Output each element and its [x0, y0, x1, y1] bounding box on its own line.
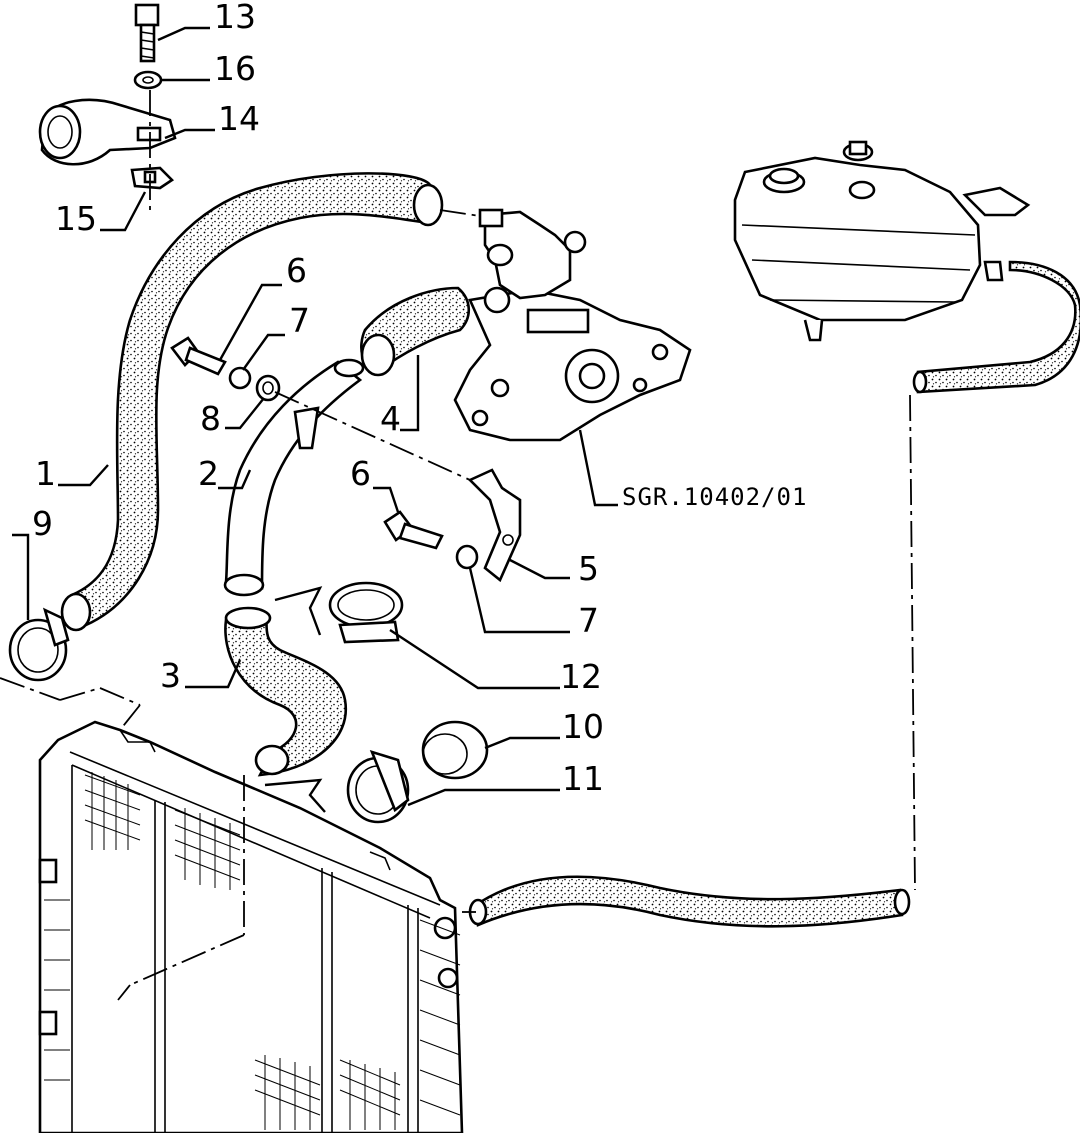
clamp-11 — [346, 749, 410, 824]
radiator — [38, 720, 464, 1133]
callout-6-lower: 6 — [350, 454, 371, 493]
callout-2: 2 — [198, 454, 219, 493]
washer-7-upper — [228, 366, 252, 390]
bracket-14 — [38, 98, 177, 166]
callout-labels: 13 16 14 15 6 7 8 4 1 9 2 6 5 7 12 3 10 … — [32, 0, 807, 798]
hose-1-end — [412, 183, 444, 227]
clamp-12 — [328, 581, 404, 644]
callout-4: 4 — [380, 399, 401, 438]
callout-1: 1 — [35, 454, 56, 493]
lower-hose — [474, 875, 904, 928]
bolt-6-upper — [170, 336, 227, 376]
callout-16: 16 — [214, 49, 256, 88]
callout-7-lower: 7 — [578, 601, 599, 640]
washer-8 — [255, 374, 281, 402]
callout-14: 14 — [218, 99, 260, 138]
callout-11: 11 — [562, 759, 604, 798]
callout-7-upper: 7 — [289, 301, 310, 340]
ring-10 — [421, 720, 489, 780]
callout-3: 3 — [160, 656, 181, 695]
hose-3 — [224, 613, 348, 777]
clamp-9 — [8, 607, 70, 682]
washer-16 — [133, 70, 163, 90]
clip-15 — [130, 166, 175, 190]
callout-13: 13 — [214, 0, 256, 36]
water-pump — [453, 288, 692, 442]
callout-8: 8 — [200, 399, 221, 438]
washer-7-lower — [455, 544, 479, 570]
callout-15: 15 — [55, 199, 97, 238]
callout-9: 9 — [32, 504, 53, 543]
reference-code: SGR.10402/01 — [622, 483, 807, 511]
bracket-5 — [467, 468, 522, 583]
bolt-13 — [134, 3, 160, 63]
callout-6-upper: 6 — [286, 251, 307, 290]
thermostat-housing — [478, 208, 587, 314]
assembly-lines — [0, 209, 916, 1001]
callout-10: 10 — [562, 707, 604, 746]
radiator-core-hatching — [44, 772, 461, 1130]
bolt-6-lower — [383, 510, 444, 550]
callout-5: 5 — [578, 549, 599, 588]
callout-12: 12 — [560, 657, 602, 696]
tank-hose — [916, 260, 1080, 394]
pipe-2 — [224, 360, 363, 590]
leader-lines — [12, 26, 618, 807]
expansion-tank — [733, 140, 1031, 342]
